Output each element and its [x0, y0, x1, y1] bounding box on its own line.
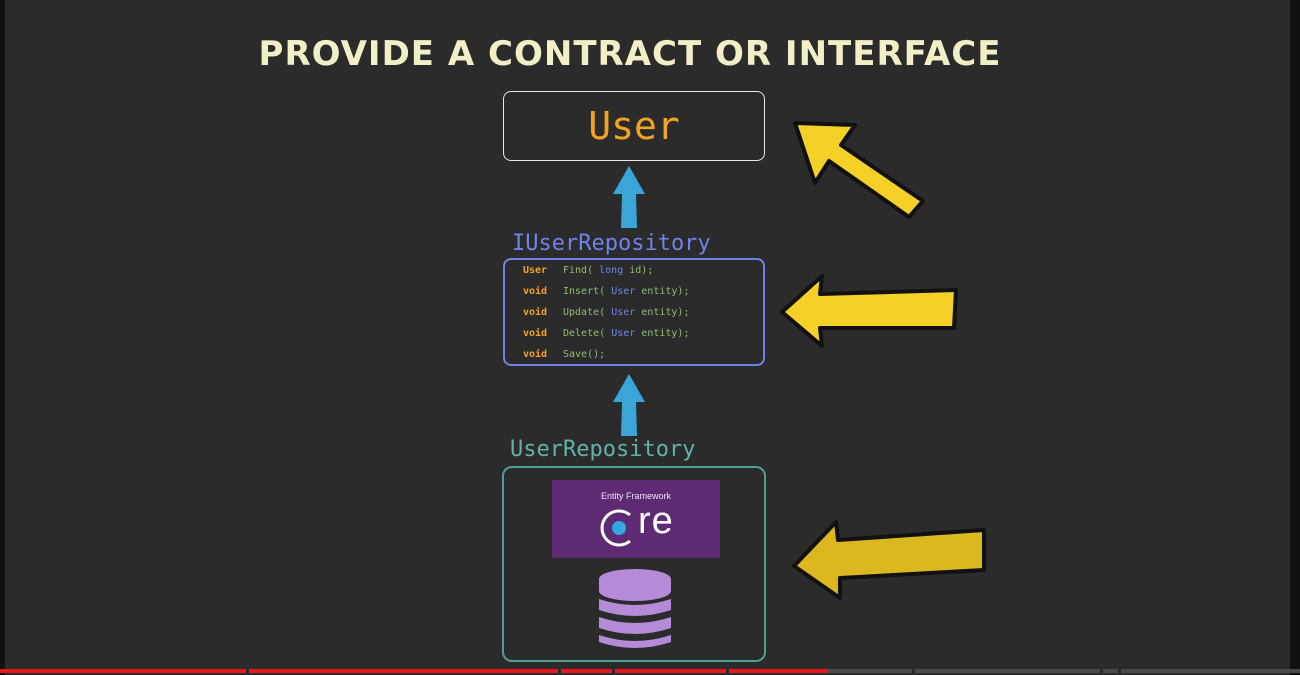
pointer-arrow-icon	[792, 520, 986, 600]
method-signature: Find( long id);	[563, 265, 653, 276]
interface-box: User Find( long id); void Insert( User e…	[503, 258, 765, 366]
method-return-type: User	[523, 265, 548, 276]
method-param-name: entity);	[635, 286, 690, 297]
method-param-type: User	[611, 328, 636, 339]
method-name: Save();	[563, 349, 606, 360]
user-label: User	[588, 104, 680, 148]
method-param-name: entity);	[635, 307, 690, 318]
method-row: void Update( User entity);	[505, 307, 767, 327]
ef-logo-core-text: re	[638, 500, 674, 542]
pointer-arrow-icon	[780, 274, 958, 348]
chapter-gap	[1100, 669, 1103, 673]
method-return-type: void	[523, 307, 548, 318]
ef-core-logo: Entity Framework re	[552, 480, 720, 558]
interface-title: IUserRepository	[512, 231, 711, 256]
method-name: Insert(	[563, 286, 606, 297]
method-signature: Delete( User entity);	[563, 328, 689, 339]
method-name: Delete(	[563, 328, 606, 339]
video-progress-bar[interactable]	[0, 669, 1300, 673]
video-progress-played	[0, 669, 829, 673]
up-arrow-icon	[613, 166, 645, 228]
method-param-type: User	[611, 307, 636, 318]
method-param-name: id);	[623, 265, 654, 276]
method-return-type: void	[523, 328, 548, 339]
method-signature: Insert( User entity);	[563, 286, 689, 297]
method-return-type: void	[523, 349, 548, 360]
chapter-gap	[912, 669, 915, 673]
chapter-gap	[612, 669, 615, 673]
method-row: void Delete( User entity);	[505, 328, 767, 348]
right-edge	[1290, 0, 1300, 675]
ef-core-c-icon	[600, 509, 631, 547]
method-param-name: entity);	[635, 328, 690, 339]
user-box: User	[503, 91, 765, 161]
ef-logo-caption: Entity Framework	[600, 491, 671, 501]
pointer-arrow-icon	[793, 121, 925, 219]
method-row: User Find( long id);	[505, 265, 767, 285]
method-param-type: long	[599, 265, 624, 276]
chapter-gap	[1118, 669, 1121, 673]
chapter-gap	[558, 669, 561, 673]
slide-title: PROVIDE A CONTRACT OR INTERFACE	[258, 34, 1002, 74]
database-icon	[599, 569, 671, 648]
up-arrow-icon	[613, 374, 645, 436]
chapter-gap	[726, 669, 729, 673]
repository-box	[502, 466, 766, 662]
chapter-gap	[246, 669, 249, 673]
method-signature: Update( User entity);	[563, 307, 689, 318]
method-name: Find(	[563, 265, 594, 276]
method-name: Update(	[563, 307, 606, 318]
method-row: void Save();	[505, 349, 767, 369]
method-signature: Save();	[563, 349, 605, 360]
repository-title: UserRepository	[510, 437, 696, 462]
method-param-type: User	[611, 286, 636, 297]
method-row: void Insert( User entity);	[505, 286, 767, 306]
left-edge	[0, 0, 5, 675]
method-return-type: void	[523, 286, 548, 297]
